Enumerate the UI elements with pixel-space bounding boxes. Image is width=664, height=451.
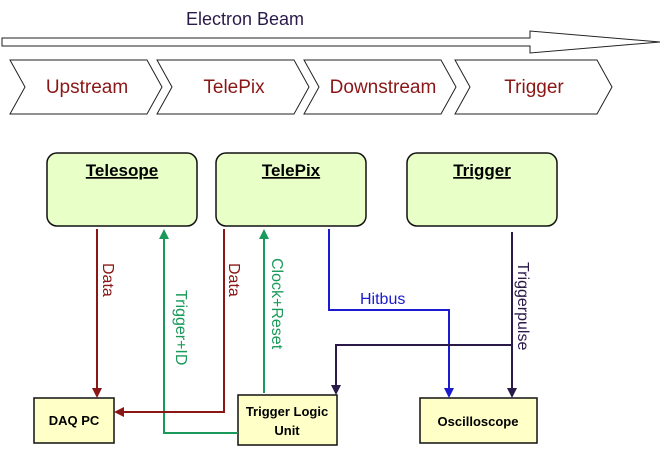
stage-label-upstream: Upstream bbox=[46, 77, 128, 98]
stage-label-telepix: TelePix bbox=[203, 77, 265, 98]
data-telepix-label: Data bbox=[225, 263, 242, 297]
clock-reset-label: Clock+Reset bbox=[268, 258, 285, 350]
trigger-label: Trigger bbox=[453, 161, 511, 180]
trigger-box bbox=[406, 152, 558, 227]
chevron-downstream bbox=[303, 59, 457, 115]
tlu-label-line2: Unit bbox=[274, 423, 300, 438]
telescope-label: Telesope bbox=[86, 161, 158, 180]
chevron-upstream bbox=[9, 59, 163, 115]
stage-chevrons: Upstream TelePix Downstream Trigger bbox=[9, 59, 613, 115]
stage-label-trigger: Trigger bbox=[504, 77, 564, 98]
daq-pc-box bbox=[33, 397, 115, 444]
beam-label: Electron Beam bbox=[186, 9, 304, 29]
telescope-box bbox=[46, 152, 198, 227]
daq-pc-label: DAQ PC bbox=[49, 413, 100, 428]
trigger-id-arrow bbox=[159, 229, 238, 434]
tlu-label-line1: Trigger Logic bbox=[246, 404, 328, 419]
chevron-trigger bbox=[454, 59, 613, 115]
triggerpulse-label: Triggerpulse bbox=[514, 262, 531, 350]
beam-arrow bbox=[1, 30, 661, 54]
oscilloscope-label: Oscilloscope bbox=[438, 414, 519, 429]
data-telepix-arrow bbox=[114, 229, 225, 417]
telepix-label: TelePix bbox=[262, 161, 321, 180]
chevron-telepix bbox=[156, 59, 310, 115]
stage-label-downstream: Downstream bbox=[330, 77, 437, 98]
data-telescope-label: Data bbox=[99, 263, 116, 297]
triggerpulse-to-tlu-arrow bbox=[331, 344, 512, 395]
hitbus-label: Hitbus bbox=[360, 291, 405, 308]
tlu-box bbox=[237, 394, 338, 446]
oscilloscope-box bbox=[419, 397, 538, 444]
telepix-box bbox=[215, 152, 367, 227]
hitbus-arrow bbox=[328, 229, 454, 398]
trigger-id-label: Trigger+ID bbox=[172, 290, 189, 365]
